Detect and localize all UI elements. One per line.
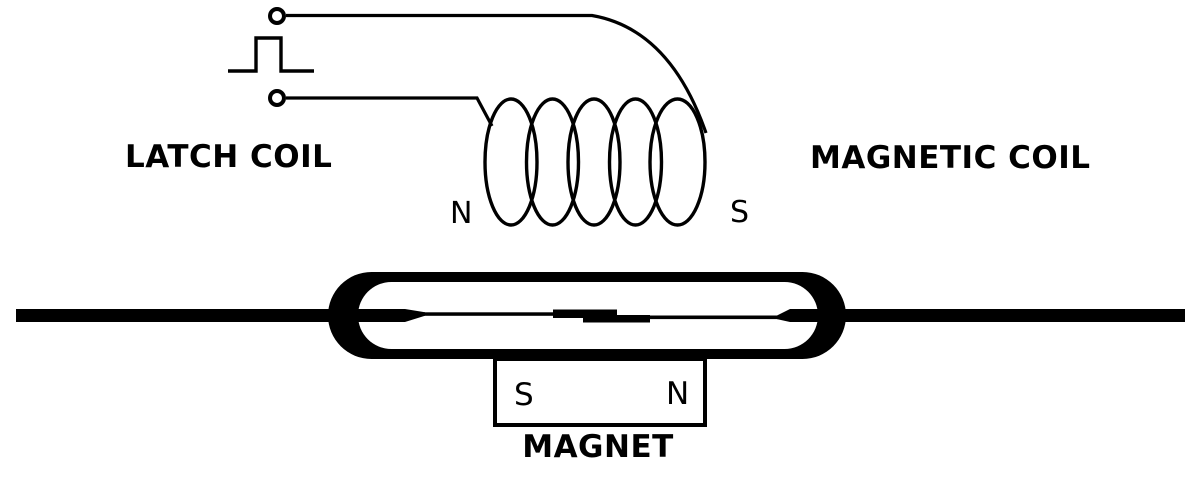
- right-lead: [777, 309, 1185, 322]
- coil-winding: [566, 97, 622, 227]
- magnet-pole-s-label: S: [514, 377, 534, 413]
- magnet-caption: MAGNET: [522, 429, 674, 465]
- coil-winding: [607, 97, 664, 227]
- magnet-body: [493, 357, 707, 427]
- top-wire: [286, 13, 708, 134]
- pulse-source: [228, 7, 314, 107]
- coil-winding: [648, 97, 707, 227]
- right-reed: [648, 315, 778, 320]
- coil-pole-s-label: S: [730, 195, 749, 230]
- bottom-wire: [286, 96, 494, 127]
- reed-switch: [16, 272, 1185, 359]
- magnetic-coil: [483, 97, 707, 227]
- right-contact-blade: [583, 315, 650, 323]
- left-lead: [16, 309, 425, 322]
- magnet: [493, 357, 707, 427]
- latch-coil-label: LATCH COIL: [125, 139, 332, 175]
- pulse-signal-icon: [228, 36, 314, 73]
- magnetic-coil-label: MAGNETIC COIL: [810, 140, 1091, 176]
- coil-winding: [483, 97, 539, 227]
- left-reed: [424, 312, 556, 316]
- coil-winding: [524, 97, 581, 227]
- bottom-terminal-icon: [268, 89, 286, 107]
- top-terminal-icon: [268, 7, 286, 25]
- coil-pole-n-label: N: [450, 196, 472, 231]
- left-contact-blade: [553, 309, 617, 318]
- magnet-pole-n-label: N: [666, 376, 689, 412]
